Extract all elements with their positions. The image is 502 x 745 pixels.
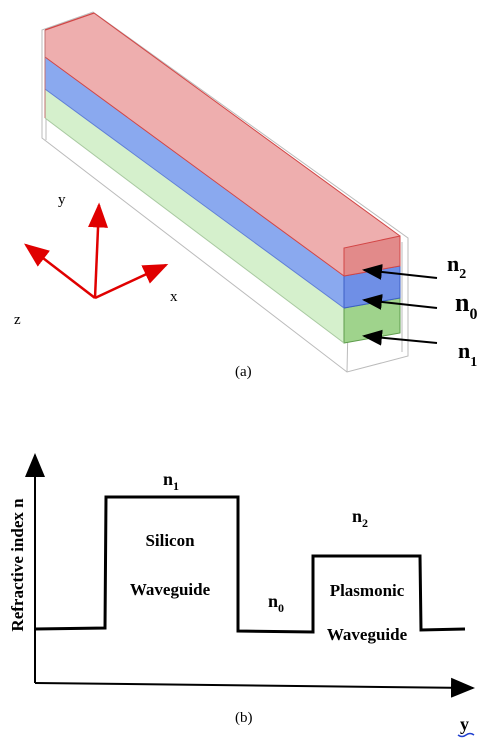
label-n1: n1 <box>458 338 477 370</box>
coordinate-axes <box>24 202 169 300</box>
layer-pointer-arrows <box>362 264 438 346</box>
x-axis-arrow <box>94 263 169 300</box>
region-label-n1: n1 <box>163 469 179 493</box>
ylabel: Refractive index n <box>8 498 27 632</box>
pointer-n0-arrow <box>362 294 438 310</box>
panel-b: Refractive index n n1 Silicon Waveguide … <box>8 453 475 738</box>
plasmonic-waveguide-label: Waveguide <box>327 625 408 644</box>
region-label-n0: n0 <box>268 591 284 615</box>
panel-a: y x z n2 n0 n1 (a) <box>14 11 477 380</box>
z-axis-arrow <box>24 243 96 299</box>
axis-label-y: y <box>58 192 66 208</box>
pointer-n2-arrow <box>362 264 438 280</box>
abscissa-axis <box>34 677 475 698</box>
label-n0: n0 <box>455 288 477 323</box>
refractive-index-profile <box>34 495 466 634</box>
pointer-n1-arrow <box>362 329 438 346</box>
layer-n2-front <box>45 13 400 276</box>
axis-label-x: x <box>170 289 178 305</box>
silicon-label: Silicon <box>145 531 195 550</box>
caption-a: (a) <box>235 364 252 380</box>
caption-b: (b) <box>235 710 253 726</box>
y-axis-arrow <box>88 202 109 299</box>
region-label-n2: n2 <box>352 506 368 530</box>
plasmonic-label: Plasmonic <box>330 581 405 600</box>
layer-n2 <box>44 12 401 277</box>
xlabel-squiggle <box>457 732 475 738</box>
silicon-waveguide-label: Waveguide <box>130 580 211 599</box>
axis-label-z: z <box>14 312 21 328</box>
label-n2: n2 <box>447 251 466 282</box>
xlabel: y <box>460 714 469 734</box>
